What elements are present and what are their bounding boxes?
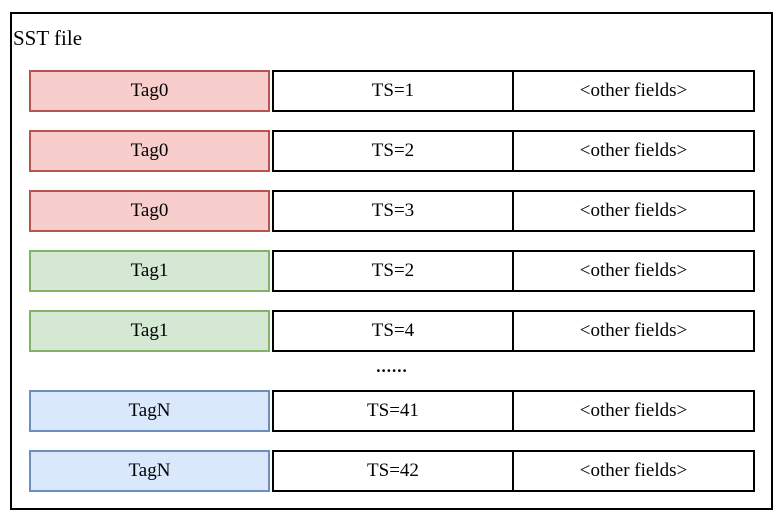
other-fields-cell: <other fields> (514, 250, 755, 292)
other-fields-cell: <other fields> (514, 70, 755, 112)
other-fields-cell: <other fields> (514, 450, 755, 492)
timestamp-cell: TS=1 (272, 70, 514, 112)
timestamp-cell: TS=41 (272, 390, 514, 432)
timestamp-cell: TS=4 (272, 310, 514, 352)
tag-cell: Tag0 (29, 70, 270, 112)
tag-cell: Tag1 (29, 250, 270, 292)
tag-cell: Tag0 (29, 130, 270, 172)
other-fields-cell: <other fields> (514, 130, 755, 172)
other-fields-cell: <other fields> (514, 310, 755, 352)
tag-cell: Tag0 (29, 190, 270, 232)
sst-file-title: SST file (13, 26, 83, 50)
other-fields-cell: <other fields> (514, 390, 755, 432)
tag-cell: Tag1 (29, 310, 270, 352)
tag-cell: TagN (29, 390, 270, 432)
tag-cell: TagN (29, 450, 270, 492)
timestamp-cell: TS=3 (272, 190, 514, 232)
ellipsis: ...... (376, 357, 408, 376)
other-fields-cell: <other fields> (514, 190, 755, 232)
timestamp-cell: TS=2 (272, 250, 514, 292)
timestamp-cell: TS=42 (272, 450, 514, 492)
timestamp-cell: TS=2 (272, 130, 514, 172)
